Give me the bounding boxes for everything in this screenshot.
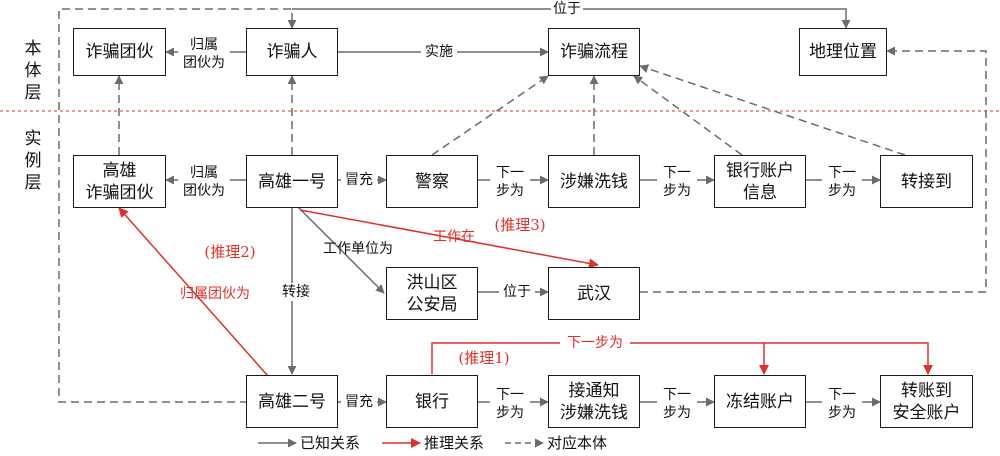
node-gaoxiong-two[interactable]: 高雄二号	[246, 375, 338, 428]
map-wuhan-to-geo	[640, 46, 987, 293]
edge-inferred-next-step	[431, 342, 933, 375]
node-police[interactable]: 警察	[386, 155, 478, 208]
map-bankinfo-to-process	[633, 75, 743, 156]
edge-label-impersonate-1: 冒充	[341, 171, 377, 189]
map-police-to-process	[431, 75, 549, 156]
edge-label-next-step-5: 下一 步为	[657, 386, 697, 422]
node-wuhan[interactable]: 武汉	[548, 267, 640, 320]
legend-known-text: 已知关系	[300, 434, 361, 452]
node-notify-laundering[interactable]: 接通知 涉嫌洗钱	[548, 375, 640, 428]
node-gaoxiong-one[interactable]: 高雄一号	[246, 155, 338, 208]
node-transfer-safe[interactable]: 转账到 安全账户	[880, 375, 973, 428]
node-hongshan-police[interactable]: 洪山区 公安局	[386, 267, 478, 320]
map-transfer-to-process	[639, 64, 906, 156]
edge-label-next-step-2: 下一 步为	[657, 164, 697, 200]
edge-label-transfer: 转接	[278, 283, 314, 301]
node-freeze-account[interactable]: 冻结账户	[714, 375, 806, 428]
layer-label-instance: 实 例 层	[24, 129, 42, 193]
edge-label-located-in-top: 位于	[551, 0, 583, 18]
edge-inferred-works-in	[299, 209, 599, 269]
edge-label-works-in: 工作在	[433, 229, 475, 245]
edge-label-inferred-belongs-gang: 归属团伙为	[180, 286, 250, 302]
node-fraud-process[interactable]: 诈骗流程	[548, 28, 640, 76]
edge-label-next-step-3: 下一 步为	[822, 164, 862, 200]
node-fraudster[interactable]: 诈骗人	[246, 28, 338, 76]
node-bank-account-info[interactable]: 银行账户 信息	[714, 155, 806, 208]
edge-label-implements: 实施	[421, 43, 457, 61]
inference-label-2: (推理2)	[204, 243, 256, 261]
node-gaoxiong-gang[interactable]: 高雄 诈骗团伙	[73, 155, 166, 208]
edge-inferred-belongs-gang	[118, 207, 269, 377]
edge-label-belongs-gang-mid: 归属 团伙为	[178, 164, 230, 200]
edge-label-next-step-1: 下一 步为	[490, 164, 530, 200]
layer-label-ontology: 本 体 层	[24, 39, 42, 103]
edge-label-workplace: 工作单位为	[323, 241, 393, 257]
node-bank[interactable]: 银行	[386, 375, 478, 428]
edge-workplace	[295, 204, 385, 294]
edge-label-belongs-gang-top: 归属 团伙为	[178, 36, 230, 72]
legend-ontology-text: 对应本体	[547, 434, 608, 452]
edge-label-next-step-6: 下一 步为	[822, 386, 862, 422]
inference-label-1: (推理1)	[458, 349, 510, 367]
legend-inferred-text: 推理关系	[424, 434, 485, 452]
edge-label-located-in-mid: 位于	[499, 283, 535, 301]
edge-located-in-top	[292, 8, 851, 29]
edge-label-inferred-next-step: 下一步为	[560, 334, 630, 352]
node-transfer-to[interactable]: 转接到	[880, 155, 973, 208]
node-geo-location[interactable]: 地理位置	[799, 28, 887, 76]
edge-label-next-step-4: 下一 步为	[490, 386, 530, 422]
map-gaoxiong-two-to-fraudster	[58, 8, 297, 403]
node-money-laundering[interactable]: 涉嫌洗钱	[548, 155, 640, 208]
inference-label-3: (推理3)	[494, 216, 546, 234]
edge-label-impersonate-2: 冒充	[341, 393, 377, 411]
node-fraud-gang[interactable]: 诈骗团伙	[73, 28, 166, 76]
